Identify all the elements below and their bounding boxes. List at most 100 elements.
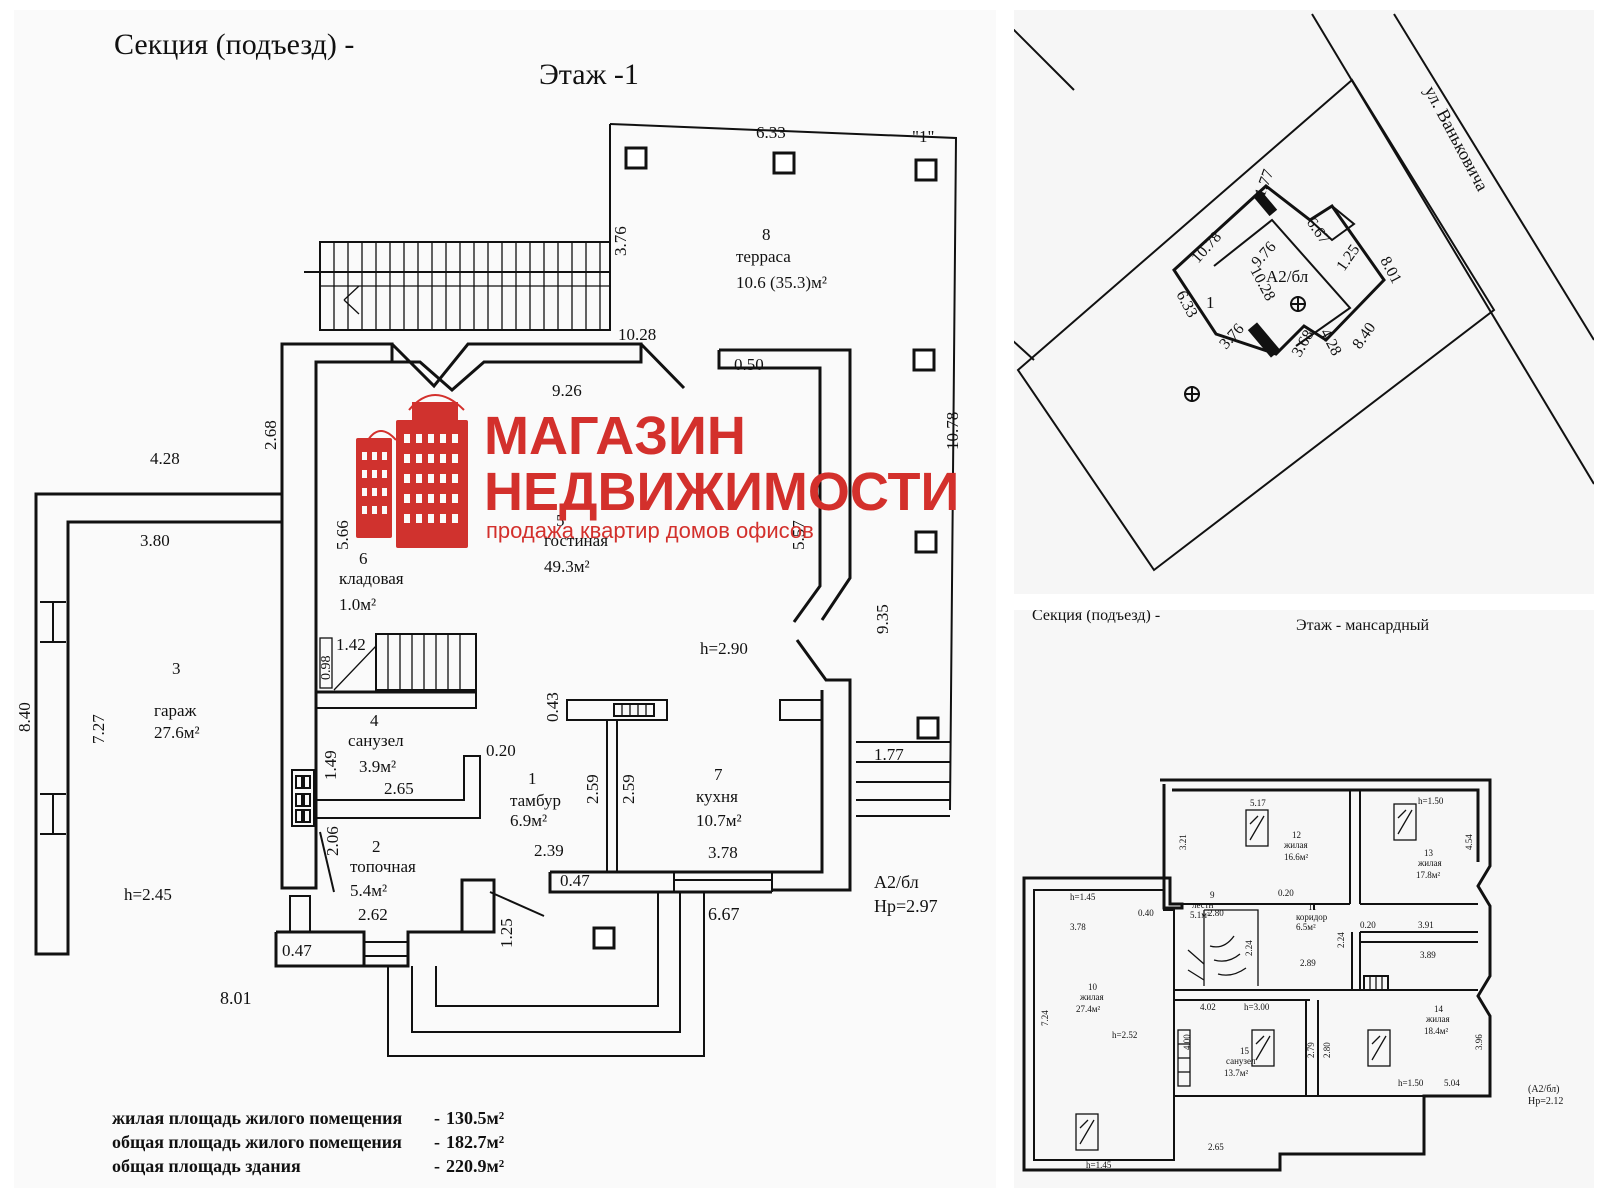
bathroom-partition: [316, 755, 481, 819]
watermark-line1: МАГАЗИН: [484, 406, 746, 466]
svg-text:5.04: 5.04: [1444, 1078, 1460, 1088]
site-plan-drawing: ул. Ваньковича 1 А2/бл 1.77 6.67 10.78 9…: [1014, 13, 1594, 572]
attic-section-label: Секция (подъезд) -: [1032, 610, 1160, 624]
svg-text:16.6м²: 16.6м²: [1284, 852, 1308, 862]
svg-text:3.9м²: 3.9м²: [359, 757, 396, 776]
svg-text:2.39: 2.39: [534, 841, 564, 860]
svg-text:5.57: 5.57: [789, 520, 808, 550]
svg-text:4.54: 4.54: [1464, 834, 1474, 850]
svg-text:топочная: топочная: [350, 857, 416, 876]
svg-text:6: 6: [359, 549, 368, 568]
room-6-label: 6 кладовая 1.0м²: [339, 549, 404, 614]
svg-text:2.65: 2.65: [384, 779, 414, 798]
site-dimension-labels: 1.77 6.67 10.78 9.76 1.25 8.01 10.28 6.3…: [1172, 167, 1404, 360]
room-1-label: 1 тамбур 6.9м²: [510, 769, 561, 830]
svg-text:7.27: 7.27: [89, 714, 108, 744]
lot-outline: [1016, 78, 1496, 572]
svg-text:27.4м²: 27.4м²: [1076, 1004, 1100, 1014]
svg-text:1.77: 1.77: [1252, 167, 1278, 199]
house-walls: [280, 342, 852, 894]
svg-text:h=1.50: h=1.50: [1418, 796, 1444, 806]
svg-text:220.9м²: 220.9м²: [446, 1156, 504, 1176]
svg-text:1.0м²: 1.0м²: [339, 595, 376, 614]
svg-text:0.20: 0.20: [486, 741, 516, 760]
attic-stair: [1177, 909, 1389, 1087]
svg-text:10.28: 10.28: [618, 325, 656, 344]
site-plan: ул. Ваньковича 1 А2/бл 1.77 6.67 10.78 9…: [1014, 10, 1594, 594]
svg-text:h=1.45: h=1.45: [1070, 892, 1096, 902]
watermark-tagline: продажа квартир домов офисов: [486, 518, 814, 543]
column: [772, 151, 796, 175]
street-name: ул. Ваньковича: [1420, 82, 1492, 194]
svg-text:1.25: 1.25: [497, 918, 516, 948]
svg-text:182.7м²: 182.7м²: [446, 1132, 504, 1152]
svg-text:1.49: 1.49: [321, 750, 340, 780]
attic-walls: [1022, 778, 1492, 1172]
attic-building-height: Нр=2.12: [1528, 1096, 1563, 1107]
svg-text:4.28: 4.28: [150, 449, 180, 468]
svg-text:10.6 (35.3)м²: 10.6 (35.3)м²: [736, 273, 827, 292]
svg-text:6.9м²: 6.9м²: [510, 811, 547, 830]
svg-text:терраса: терраса: [736, 247, 791, 266]
svg-text:1.77: 1.77: [874, 745, 904, 764]
site-building-code: А2/бл: [1266, 267, 1309, 286]
svg-text:санузел: санузел: [1226, 1056, 1256, 1066]
svg-text:0.20: 0.20: [1360, 920, 1376, 930]
svg-text:кладовая: кладовая: [339, 569, 404, 588]
svg-text:тамбур: тамбур: [510, 791, 561, 810]
skylight-icons: [1075, 803, 1417, 1151]
svg-text:жилая: жилая: [1079, 992, 1104, 1002]
exterior-stairs-top: [319, 241, 611, 331]
svg-text:9.26: 9.26: [552, 381, 582, 400]
svg-text:1.42: 1.42: [336, 635, 366, 654]
svg-text:2: 2: [372, 837, 381, 856]
svg-text:0.43: 0.43: [543, 692, 562, 722]
svg-text:5.1м²: 5.1м²: [1190, 910, 1210, 920]
svg-text:5: 5: [556, 511, 565, 530]
svg-text:3.89: 3.89: [1420, 950, 1436, 960]
floor-minus-1-plan: Секция (подъезд) - Этаж -1: [14, 10, 996, 1188]
svg-text:6.67: 6.67: [708, 904, 740, 924]
garage-walls: [34, 492, 284, 956]
svg-text:2.80: 2.80: [1208, 908, 1224, 918]
svg-text:0.20: 0.20: [1278, 888, 1294, 898]
svg-text:жилая: жилая: [1417, 858, 1442, 868]
attic-building-code: (А2/бл): [1528, 1084, 1560, 1095]
svg-text:13.7м²: 13.7м²: [1224, 1068, 1248, 1078]
svg-text:11: 11: [1308, 902, 1317, 912]
svg-text:-: -: [434, 1108, 440, 1128]
interior-stair: [315, 633, 477, 709]
living-height: h=2.90: [700, 639, 748, 658]
room-8-label: 8 терраса 10.6 (35.3)м²: [736, 225, 827, 292]
terrace-marker: "1": [912, 127, 934, 146]
svg-text:2.06: 2.06: [323, 826, 342, 856]
kitchen-side-steps: [856, 741, 950, 817]
svg-text:жилая: жилая: [1425, 1014, 1450, 1024]
entry-stairs: [387, 892, 705, 1057]
svg-text:10.7м²: 10.7м²: [696, 811, 742, 830]
attic-floor-label: Этаж - мансардный: [1296, 617, 1430, 634]
svg-text:10: 10: [1088, 982, 1098, 992]
svg-text:3.21: 3.21: [1178, 834, 1188, 850]
attic-heights: h=1.45 h=1.50 h=3.00 h=2.52 h=1.45 h=1.5…: [1070, 796, 1444, 1170]
room-7-label: 7 кухня 10.7м²: [696, 765, 742, 830]
svg-text:-: -: [434, 1156, 440, 1176]
attic-dimension-labels: 5.17 3.21 4.54 0.20 0.40 3.78 2.80 2.24 …: [1040, 798, 1484, 1152]
svg-text:130.5м²: 130.5м²: [446, 1108, 504, 1128]
attic-room-labels: 9 лестн 5.1м² 10 жилая 27.4м² 11 коридор…: [1076, 830, 1450, 1078]
street-edge: [1393, 13, 1594, 341]
street-edge: [1311, 13, 1594, 485]
svg-text:5.17: 5.17: [1250, 798, 1266, 808]
svg-text:2.65: 2.65: [1208, 1142, 1224, 1152]
svg-text:12: 12: [1292, 830, 1301, 840]
svg-text:h=3.00: h=3.00: [1244, 1002, 1270, 1012]
svg-text:8: 8: [762, 225, 771, 244]
attic-plan-drawing: Секция (подъезд) - Этаж - мансардный: [1022, 610, 1563, 1172]
garage-height: h=2.45: [124, 885, 172, 904]
floor-plan-drawing: Секция (подъезд) - Этаж -1: [15, 28, 962, 1176]
svg-text:13: 13: [1424, 848, 1434, 858]
svg-text:0.47: 0.47: [282, 941, 312, 960]
svg-text:0.47: 0.47: [560, 871, 590, 890]
svg-text:3.91: 3.91: [1418, 920, 1434, 930]
terrace-outline: [609, 123, 958, 811]
